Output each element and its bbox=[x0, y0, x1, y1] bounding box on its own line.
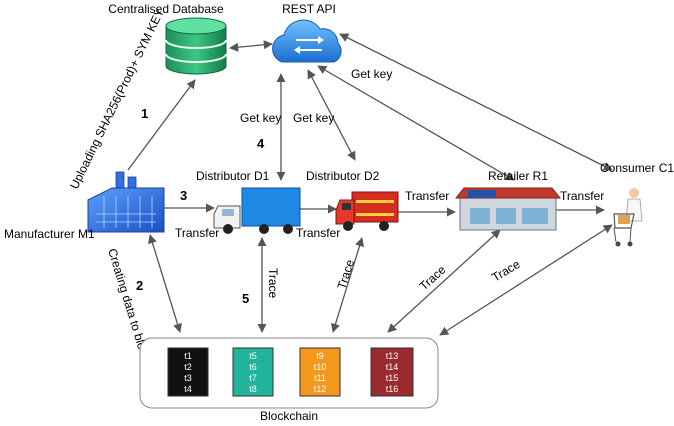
trace-d1-label: Trace bbox=[266, 268, 280, 299]
api-retailer-arrow bbox=[317, 65, 515, 181]
block-entry: t10 bbox=[314, 362, 327, 372]
cloud-api-icon bbox=[272, 19, 342, 63]
block-entry: t14 bbox=[386, 362, 399, 372]
api-label: REST API bbox=[282, 2, 336, 16]
block-entry: t9 bbox=[316, 351, 324, 361]
trace-d2-label: Trace bbox=[335, 258, 358, 291]
market-icon bbox=[454, 187, 562, 231]
step-5: 5 bbox=[242, 291, 249, 306]
getkey-consumer-label: Get key bbox=[351, 67, 392, 81]
step-3: 3 bbox=[180, 188, 187, 203]
connectors bbox=[127, 33, 613, 370]
m1-blockchain-arrow bbox=[148, 234, 182, 333]
block-box bbox=[232, 347, 274, 397]
block-box bbox=[167, 347, 209, 397]
block-entry: t15 bbox=[386, 373, 399, 383]
api-d2-arrow bbox=[307, 69, 356, 161]
block-entry: t16 bbox=[386, 384, 399, 394]
manufacturer-db-arrow bbox=[127, 79, 196, 171]
step-4: 4 bbox=[257, 136, 265, 151]
block-entry: t2 bbox=[184, 362, 192, 372]
db-api-arrow bbox=[229, 40, 273, 52]
block-entry: t1 bbox=[184, 351, 192, 361]
retailer-label: Retailer R1 bbox=[488, 169, 548, 183]
block-entry: t11 bbox=[314, 373, 326, 383]
distributor1-label: Distributor D1 bbox=[196, 169, 270, 183]
blockchain-label: Blockchain bbox=[260, 409, 318, 423]
database-label: Centralised Database bbox=[108, 2, 224, 16]
block-entry: t8 bbox=[249, 384, 257, 394]
transfer-d2-r1-label: Transfer bbox=[405, 189, 449, 203]
transfer-m1-d1-label: Transfer bbox=[175, 226, 219, 240]
consumer-label: Consumer C1 bbox=[600, 161, 674, 175]
consumer-shopping-icon bbox=[613, 188, 643, 247]
block-box bbox=[299, 347, 341, 397]
block-entry: t3 bbox=[184, 373, 192, 383]
truck-icon-d2 bbox=[335, 191, 399, 231]
block-entry: t4 bbox=[184, 384, 192, 394]
block-entry: t7 bbox=[249, 373, 257, 383]
block-entry: t12 bbox=[314, 384, 327, 394]
getkey-d1-label: Get key bbox=[240, 111, 281, 125]
block-box bbox=[370, 347, 414, 397]
block-entry: t13 bbox=[386, 351, 399, 361]
transfer-r1-c1-label: Transfer bbox=[560, 189, 604, 203]
r1-blockchain-arrow bbox=[387, 229, 501, 333]
step-2: 2 bbox=[136, 278, 143, 293]
truck-icon-d1 bbox=[213, 187, 301, 234]
database-icon bbox=[165, 17, 227, 75]
trace-r1-label: Trace bbox=[417, 262, 449, 293]
manufacturer-label: Manufacturer M1 bbox=[4, 227, 95, 241]
block-entry: t6 bbox=[249, 362, 257, 372]
block-entry: t5 bbox=[249, 351, 257, 361]
trace-c1-label: Trace bbox=[489, 257, 522, 285]
c1-blockchain-arrow bbox=[439, 224, 613, 336]
getkey-d2-label: Get key bbox=[293, 111, 334, 125]
distributor2-label: Distributor D2 bbox=[306, 169, 380, 183]
upload-label: Uploading SHA256(Prod)+ SYM KEY bbox=[67, 6, 167, 191]
step-1: 1 bbox=[141, 106, 148, 121]
d2-blockchain-arrow bbox=[331, 237, 364, 333]
blockchain-container bbox=[139, 337, 439, 409]
factory-icon bbox=[87, 171, 165, 233]
transfer-d1-d2-label: Transfer bbox=[296, 226, 340, 240]
